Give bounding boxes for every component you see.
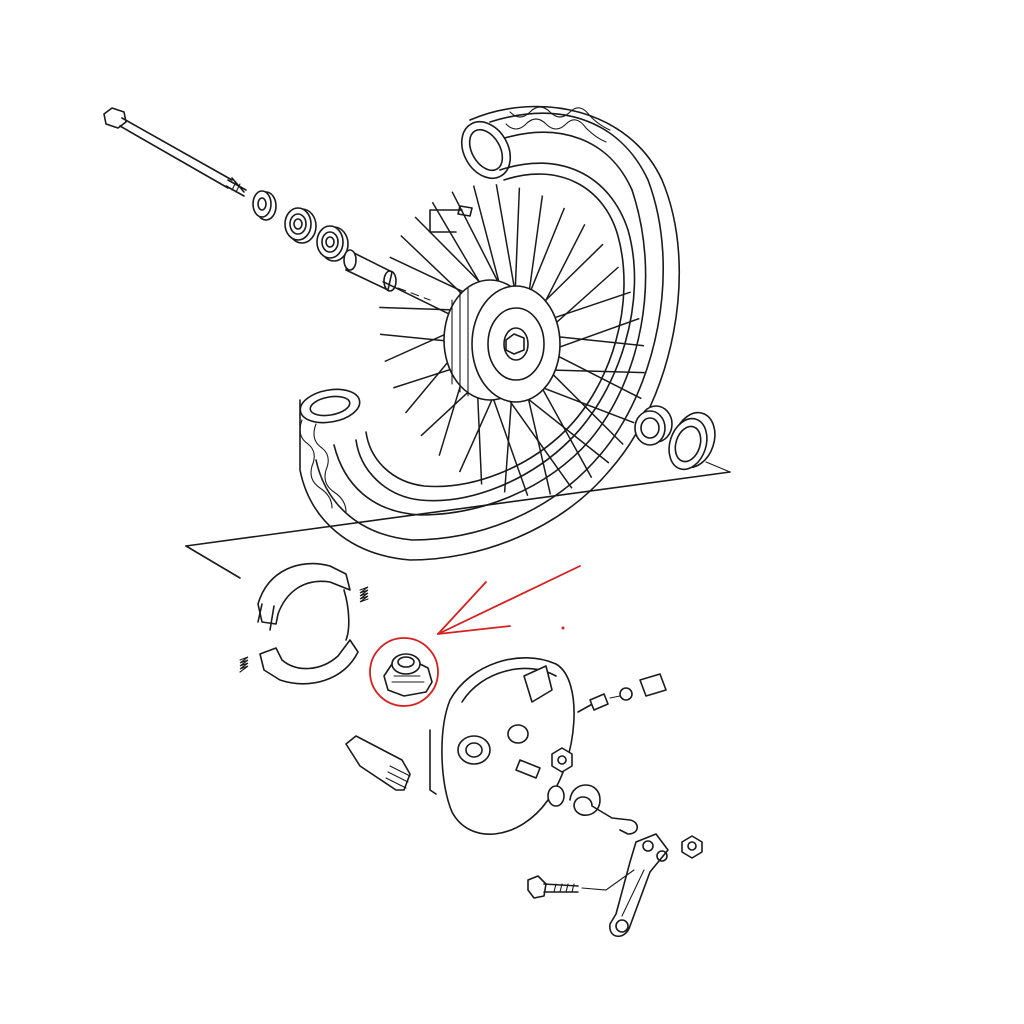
brake-lever	[609, 833, 669, 938]
speedometer-gear	[383, 653, 433, 697]
wheel-bearing-left	[284, 207, 317, 244]
lever-nut	[681, 835, 703, 859]
right-bearing	[634, 405, 673, 446]
valve-stem	[429, 205, 473, 233]
wheel-hub	[443, 279, 561, 403]
wheel-bearing-center	[316, 225, 349, 262]
axle-sleeve	[343, 249, 431, 301]
highlight-arrow	[437, 565, 581, 635]
axle-spacer	[252, 190, 277, 221]
dust-seal	[668, 411, 716, 471]
brake-shoes	[257, 562, 359, 685]
front-axle-bolt	[103, 107, 247, 197]
cam-nut	[551, 747, 573, 773]
red-dot	[561, 626, 565, 630]
brake-springs	[239, 586, 369, 673]
return-spring	[547, 784, 639, 835]
brake-panel	[429, 657, 575, 835]
lever-pinch-bolt	[527, 869, 635, 899]
tyre	[299, 105, 681, 561]
brake-cam-shaft	[345, 735, 411, 791]
highlight-circle	[369, 637, 439, 707]
speedometer-drive-pinion	[577, 673, 667, 713]
